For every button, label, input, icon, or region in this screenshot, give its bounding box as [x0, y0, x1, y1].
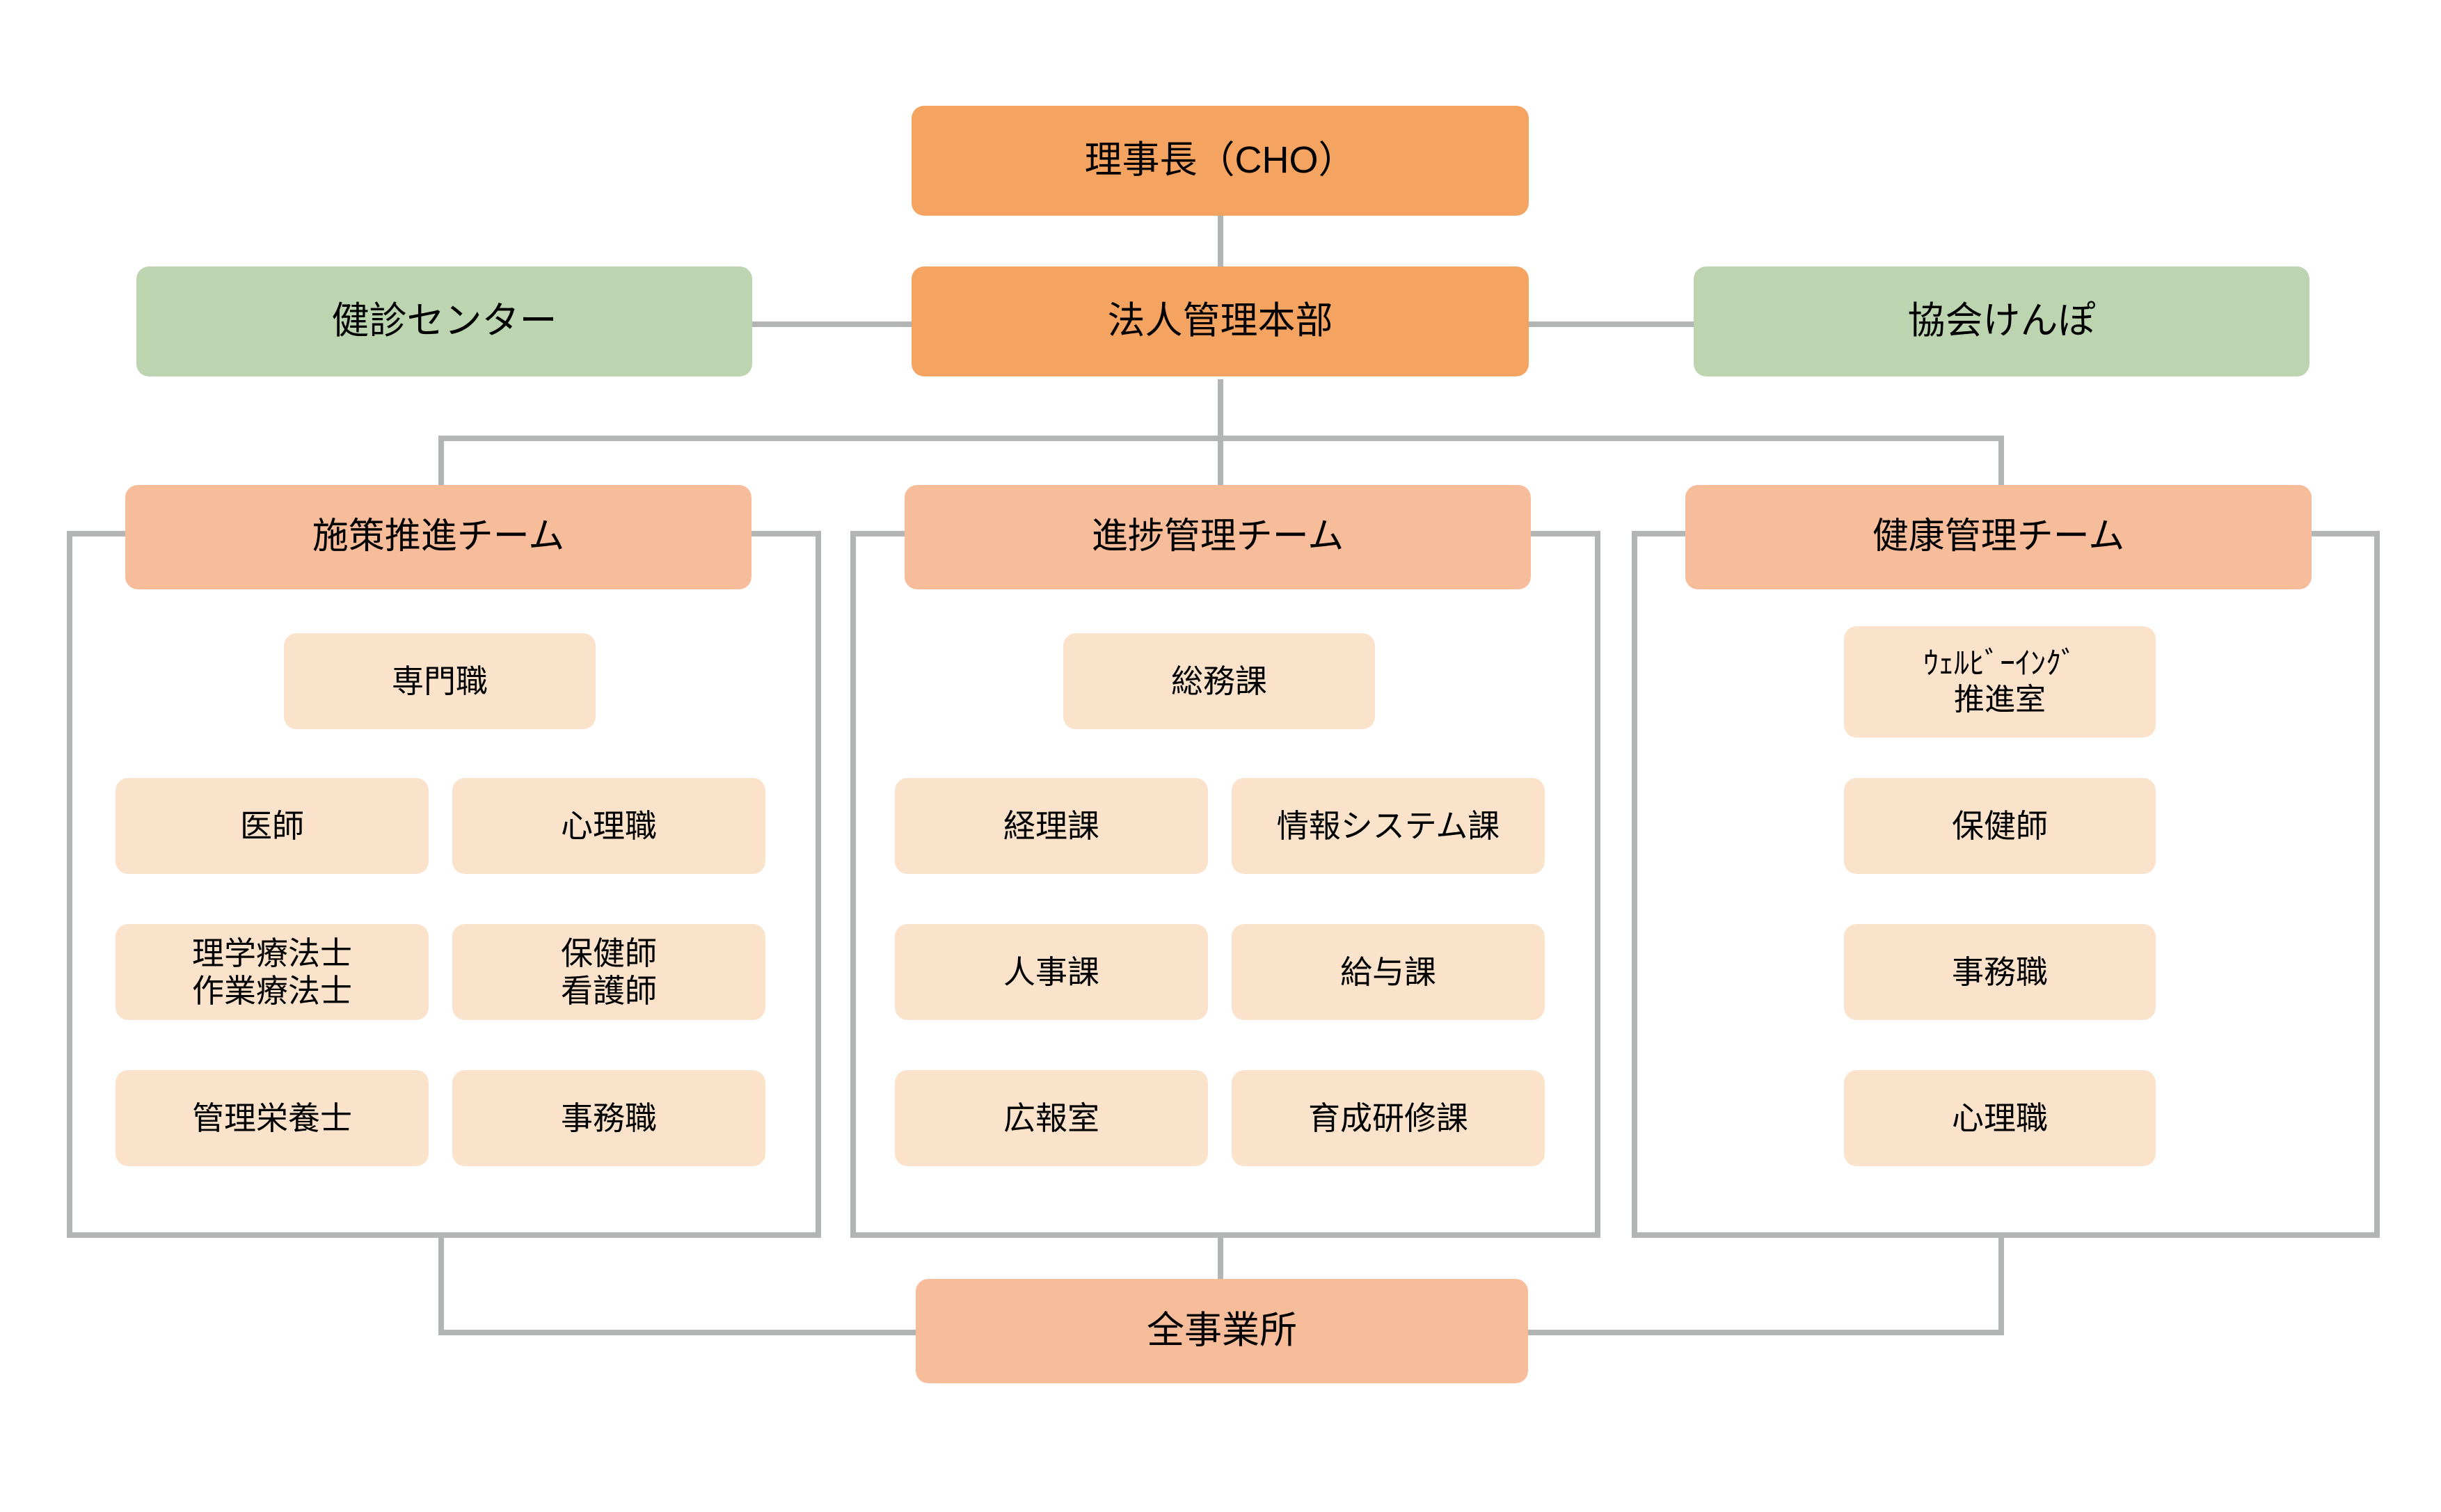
connector-hq-down	[1218, 379, 1223, 438]
node-team2-information-systems[interactable]: 情報システム課	[1232, 778, 1545, 874]
node-team1-physical-occupational-therapist[interactable]: 理学療法士 作業療法士	[116, 924, 429, 1020]
connector-cho-to-hq	[1218, 212, 1223, 278]
connector-left-center	[752, 321, 922, 327]
connector-team-1-down	[438, 1232, 444, 1335]
connector-team-3-down	[1998, 1232, 2004, 1335]
node-team1-registered-dietitian[interactable]: 管理栄養士	[116, 1070, 429, 1166]
connector-bus-to-team-3	[1998, 436, 2004, 488]
node-chairman-cho[interactable]: 理事長（CHO）	[912, 106, 1529, 216]
node-team-header-policy-promotion[interactable]: 施策推進チーム	[125, 485, 752, 589]
node-team2-payroll[interactable]: 給与課	[1232, 924, 1545, 1020]
node-team1-psychologist[interactable]: 心理職	[452, 778, 765, 874]
node-team2-human-resources[interactable]: 人事課	[895, 924, 1208, 1020]
node-team2-public-relations[interactable]: 広報室	[895, 1070, 1208, 1166]
node-corporate-management-hq[interactable]: 法人管理本部	[912, 266, 1529, 376]
node-team1-administrative-staff[interactable]: 事務職	[452, 1070, 765, 1166]
node-team3-public-health-nurse[interactable]: 保健師	[1844, 778, 2156, 874]
node-kyokai-kenpo[interactable]: 協会けんぽ	[1694, 266, 2309, 376]
node-team2-lead-general-affairs[interactable]: 総務課	[1063, 633, 1375, 729]
node-all-business-offices[interactable]: 全事業所	[916, 1279, 1528, 1383]
node-team3-lead-wellbeing-office[interactable]: ｳｪﾙﾋﾞｰｲﾝｸﾞ 推進室	[1844, 626, 2156, 738]
node-team-header-progress-management[interactable]: 進捗管理チーム	[905, 485, 1531, 589]
node-team2-accounting[interactable]: 経理課	[895, 778, 1208, 874]
node-team2-training-development[interactable]: 育成研修課	[1232, 1070, 1545, 1166]
node-team3-administrative-staff[interactable]: 事務職	[1844, 924, 2156, 1020]
node-team1-public-health-nurse[interactable]: 保健師 看護師	[452, 924, 765, 1020]
node-health-checkup-center[interactable]: 健診センター	[136, 266, 752, 376]
node-team1-lead-specialist[interactable]: 専門職	[284, 633, 596, 729]
node-team1-doctor[interactable]: 医師	[116, 778, 429, 874]
connector-bus-to-team-2	[1218, 436, 1223, 488]
node-team3-psychologist[interactable]: 心理職	[1844, 1070, 2156, 1166]
node-team-header-health-management[interactable]: 健康管理チーム	[1685, 485, 2312, 589]
connector-bus-to-team-1	[438, 436, 444, 488]
connector-center-right	[1520, 321, 1694, 327]
